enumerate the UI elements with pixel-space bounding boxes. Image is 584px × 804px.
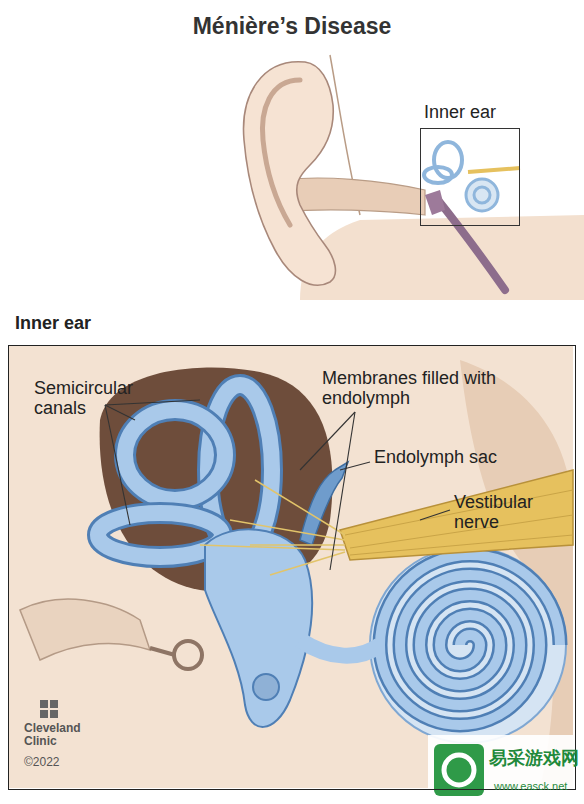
stapes (174, 641, 202, 669)
section-heading: Inner ear (15, 313, 215, 333)
nerve-strands (345, 490, 573, 555)
cochlea-spiral (380, 555, 560, 725)
cochlea (370, 547, 566, 743)
part-label: Membranes filled with endolymph (322, 368, 522, 408)
vestibule (205, 529, 312, 727)
copyright-note: ©2022 (24, 756, 104, 769)
copyright-note: Cleveland Clinic (24, 722, 104, 749)
ossicle (20, 599, 150, 660)
helix-fold (262, 80, 300, 225)
watermark: www.easck.net (494, 780, 584, 792)
section-heading: Inner ear (424, 102, 564, 122)
diagram-title: Ménière’s Disease (0, 14, 584, 40)
mini-cochlea (474, 187, 490, 203)
part-label: Endolymph sac (374, 447, 534, 467)
part-label: Vestibular nerve (454, 492, 554, 532)
eustachian-tube (438, 200, 505, 290)
clinic-logo (40, 700, 58, 718)
leader-lines (105, 400, 450, 570)
cochlea-spiral (380, 555, 560, 725)
round-window (253, 674, 279, 700)
watermark: 易采游戏网 (489, 748, 584, 768)
vestibular-nerve (340, 470, 573, 560)
mini-canal (434, 142, 462, 178)
stapes (150, 648, 175, 655)
inset-frame: Inner ear (8, 345, 576, 790)
mini-nerve (468, 168, 520, 172)
watermark-logo (434, 744, 484, 796)
watermark-panel (428, 735, 584, 804)
mini-cochlea (466, 179, 498, 211)
skin (300, 215, 584, 300)
mini-ossicles (425, 190, 445, 215)
pinna (244, 62, 336, 286)
zoom-box: Inner ear (420, 128, 520, 226)
watermark-logo (444, 755, 474, 785)
ear-canal (285, 178, 425, 215)
tissue-background (9, 346, 573, 788)
mini-canal (424, 167, 452, 183)
nerve-fibres (200, 480, 345, 575)
part-label: Semicircular canals (34, 378, 144, 418)
cochlear-duct (300, 640, 380, 656)
